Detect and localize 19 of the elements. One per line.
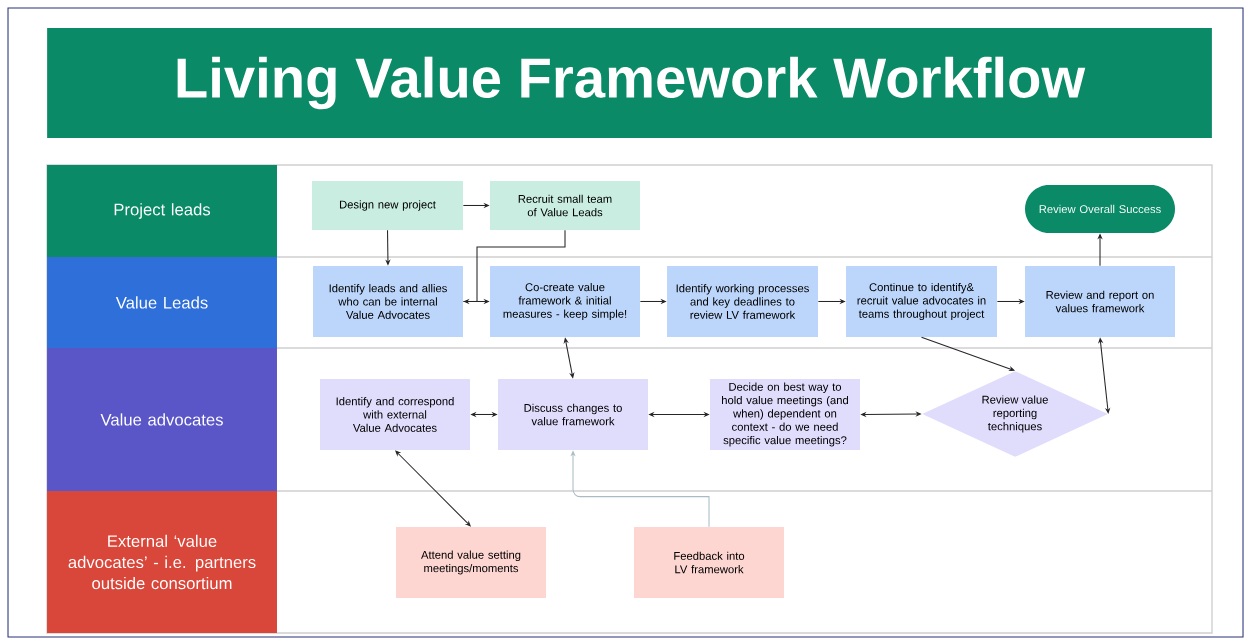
process-box: Discuss changes to value framework <box>498 379 648 450</box>
terminal-box: Review Overall Success <box>1025 185 1175 233</box>
lane-header: Project leads <box>47 165 277 257</box>
arrow <box>395 450 471 527</box>
process-box: Co-create value framework & initial measures - keep simple! <box>490 266 640 337</box>
lane-header: Value advocates <box>47 348 277 491</box>
process-box: Attend value setting meetings/moments <box>396 527 546 598</box>
process-box: Decide on best way to hold value meetings (and when) dependent on context - do we need specific value meetings? <box>710 379 860 450</box>
lane-header: External ‘value advocates’ - i.e. partners outside consortium <box>47 491 277 633</box>
process-box: Recruit small team of Value Leads <box>490 181 640 230</box>
lane-header: Value Leads <box>47 257 277 348</box>
process-box: Identify leads and allies who can be internal Value Advocates <box>313 266 463 337</box>
process-box: Design new project <box>312 181 463 230</box>
process-box: Continue to identify& recruit value advocates in teams throughout project <box>846 266 997 337</box>
process-box: Identify and correspond with external Value Advocates <box>320 379 470 450</box>
process-box: Feedback into LV framework <box>634 527 784 598</box>
process-box: Identify working processes and key deadlines to review LV framework <box>667 266 818 337</box>
process-box: Review and report on values framework <box>1025 266 1175 337</box>
title-banner: Living Value Framework Workflow <box>47 28 1212 138</box>
